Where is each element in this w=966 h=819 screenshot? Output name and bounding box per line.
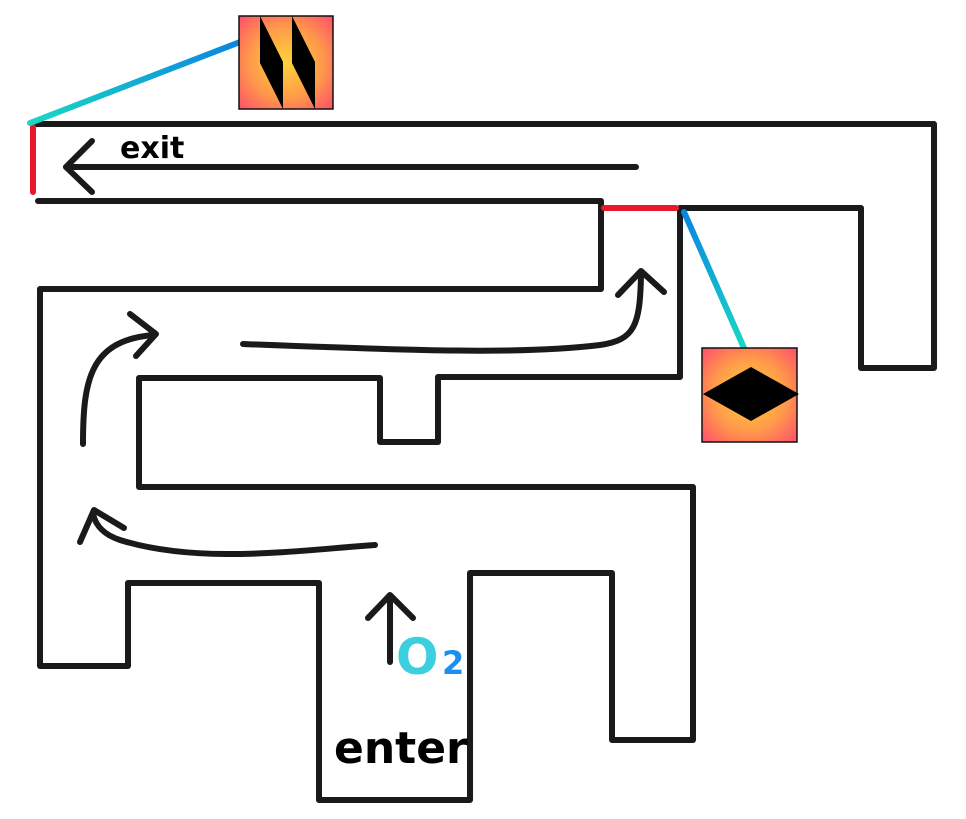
diamond-icon bbox=[703, 367, 799, 421]
inner-door-connector bbox=[681, 209, 747, 351]
middle-curve-arrow bbox=[240, 268, 667, 354]
exit-label: exit bbox=[120, 131, 184, 166]
left-curve-arrow bbox=[80, 311, 159, 447]
enter-label: enter bbox=[334, 723, 468, 774]
entry-arrow bbox=[365, 592, 416, 665]
wall-top-outer bbox=[30, 121, 937, 371]
lower-left-arrow bbox=[77, 507, 378, 558]
exit-door-connector bbox=[27, 39, 243, 126]
maze-walls bbox=[30, 121, 937, 803]
pause-badge bbox=[238, 15, 334, 110]
wall-exit-corridor-bottom bbox=[35, 198, 696, 803]
diamond-badge bbox=[701, 347, 799, 443]
oxygen-letter: O bbox=[396, 628, 439, 686]
parallelogram-bars-icon bbox=[260, 16, 315, 109]
oxygen-label: O 2 bbox=[396, 628, 464, 686]
oxygen-subscript: 2 bbox=[442, 644, 464, 682]
exit-arrow bbox=[63, 138, 639, 195]
